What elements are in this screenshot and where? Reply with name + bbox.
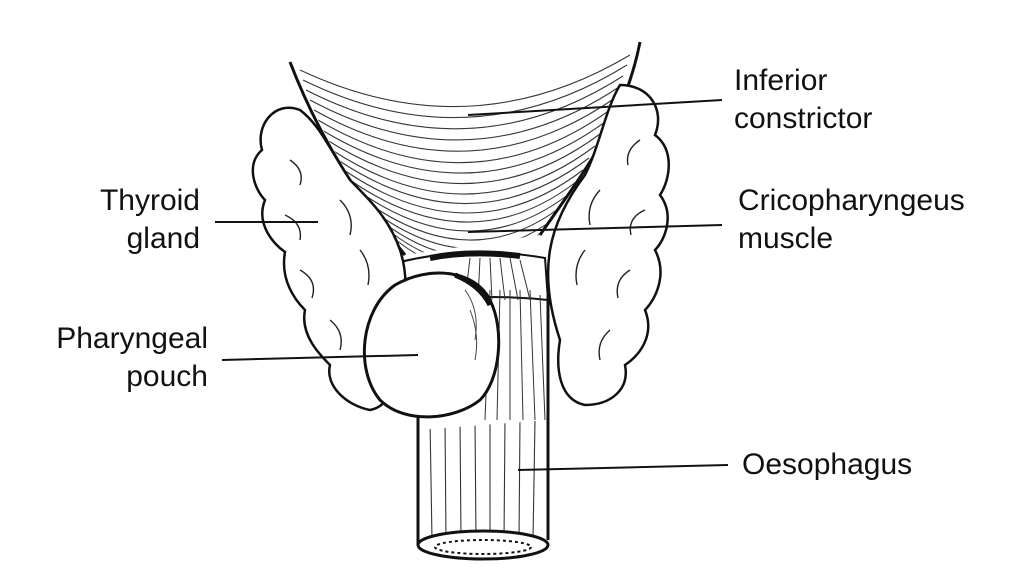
label-pouch-line2: pouch [126, 360, 208, 393]
label-inferior-constrictor-line1: Inferior [734, 64, 828, 97]
label-oesophagus-line1: Oesophagus [742, 448, 913, 481]
label-pharyngeal-pouch: Pharyngeal pouch [20, 320, 208, 396]
label-inferior-constrictor: Inferior constrictor [734, 62, 872, 138]
label-thyroid-line2: gland [126, 222, 200, 255]
label-oesophagus: Oesophagus [742, 446, 912, 484]
label-cricopharyngeus-line2: muscle [738, 222, 834, 255]
label-thyroid-line1: Thyroid [99, 184, 200, 217]
label-cricopharyngeus-line1: Cricopharyngeus [738, 184, 965, 217]
label-thyroid-gland: Thyroid gland [60, 182, 200, 258]
label-cricopharyngeus: Cricopharyngeus muscle [738, 182, 965, 258]
label-inferior-constrictor-line2: constrictor [734, 102, 873, 135]
leader-cricopharyngeus [467, 224, 723, 233]
label-pouch-line1: Pharyngeal [56, 322, 208, 355]
leader-lines [215, 99, 729, 471]
pharyngeal-pouch [362, 271, 501, 419]
leader-oesophagus [517, 464, 729, 471]
leader-inferior-constrictor [467, 99, 723, 116]
thyroid-right-lobe [546, 83, 670, 407]
leader-pouch [221, 354, 419, 361]
